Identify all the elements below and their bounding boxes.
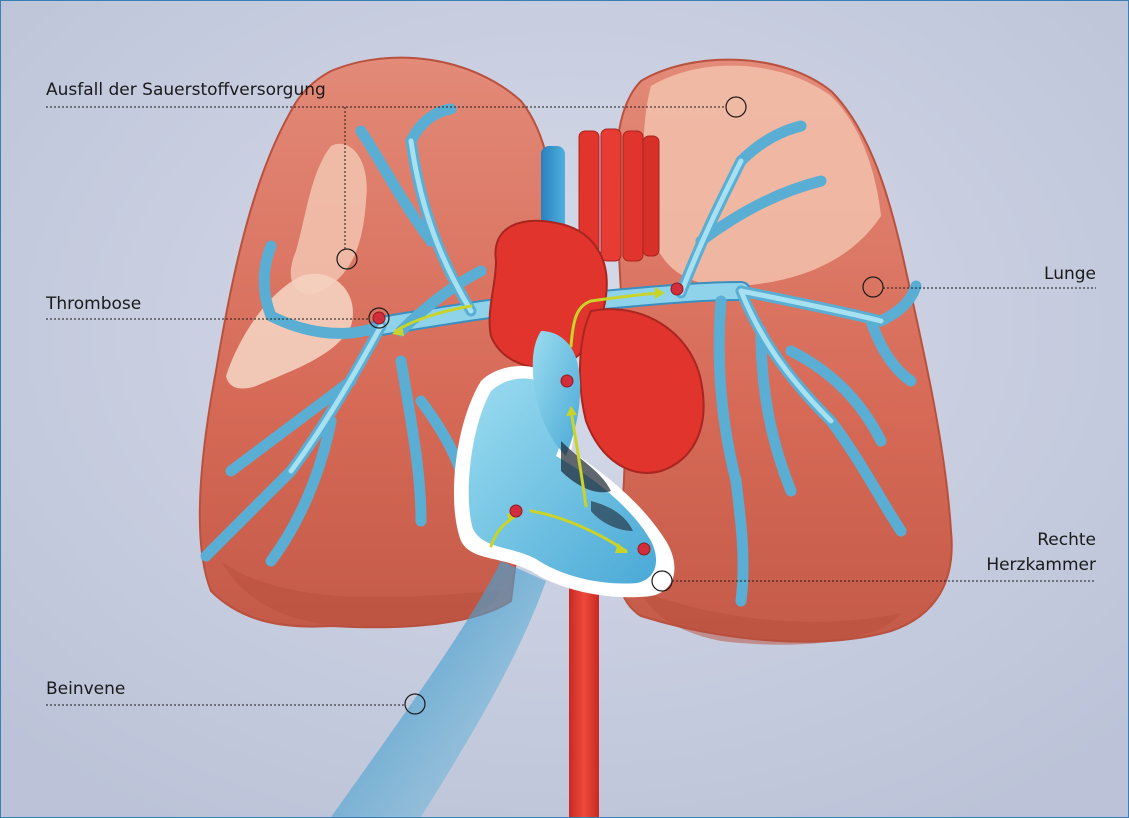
label-leg-vein: Beinvene	[46, 678, 125, 700]
label-right-ventricle-line1: Rechte	[1037, 529, 1096, 551]
label-oxygen-failure: Ausfall der Sauerstoffversorgung	[46, 79, 326, 101]
label-thrombosis: Thrombose	[46, 293, 141, 315]
label-lung: Lunge	[1044, 263, 1096, 285]
label-right-ventricle-line2: Herzkammer	[986, 554, 1096, 576]
